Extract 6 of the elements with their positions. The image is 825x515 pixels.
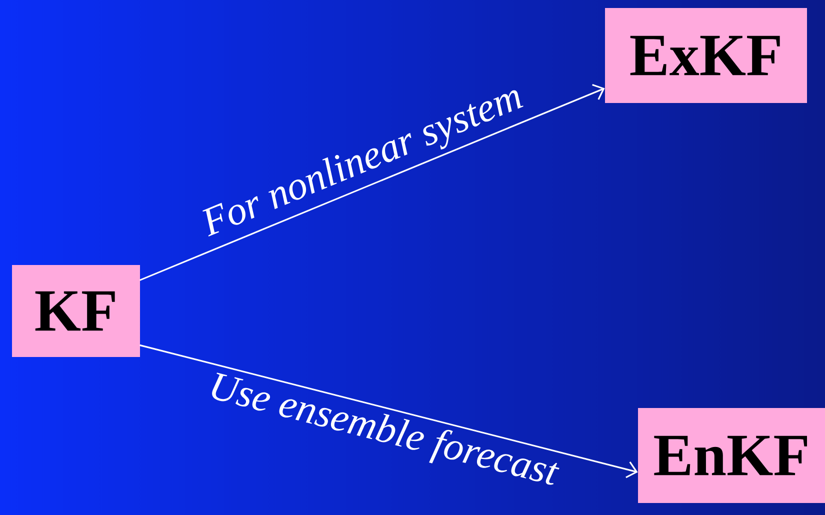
arrow	[140, 344, 638, 478]
process-box: ExKF	[605, 8, 807, 103]
arrow	[140, 84, 605, 281]
process-box: EnKF	[638, 408, 825, 503]
process-box: KF	[12, 265, 140, 357]
edge-label: Use ensemble forecast	[212, 372, 560, 485]
